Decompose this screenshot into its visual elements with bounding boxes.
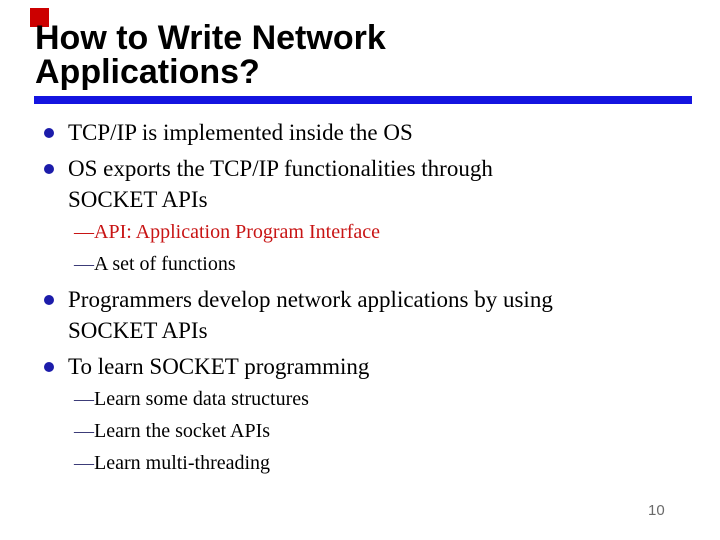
dash-marker-icon: — — [74, 452, 94, 474]
sub-bullet-text: A set of functions — [94, 253, 236, 275]
bullet-dot-icon — [44, 295, 54, 305]
bullet-dot-icon — [44, 164, 54, 174]
slide-title-line-2: Applications? — [35, 53, 260, 91]
sub-bullet-api-definition: — API: Application Program Interface — [0, 217, 690, 247]
bullet-dot-icon — [44, 362, 54, 372]
sub-bullet-learn-data-structures: — Learn some data structures — [0, 384, 690, 414]
sub-bullet-set-of-functions: — A set of functions — [0, 249, 690, 279]
bullet-item-to-learn-socket: To learn SOCKET programming — [0, 351, 690, 382]
bullet-text: Programmers develop network applications… — [68, 287, 553, 343]
page-number: 10 — [648, 502, 665, 519]
dash-marker-icon: — — [74, 221, 94, 243]
sub-bullet-learn-socket-apis: — Learn the socket APIs — [0, 416, 690, 446]
sub-bullet-learn-multithreading: — Learn multi-threading — [0, 448, 690, 478]
bullet-text: TCP/IP is implemented inside the OS — [68, 120, 413, 145]
dash-marker-icon: — — [74, 388, 94, 410]
bullet-text: To learn SOCKET programming — [68, 354, 370, 379]
slide-body: TCP/IP is implemented inside the OS OS e… — [0, 112, 690, 478]
bullet-item-programmers-develop: Programmers develop network applications… — [0, 284, 690, 346]
bullet-item-os-exports: OS exports the TCP/IP functionalities th… — [0, 153, 690, 215]
sub-bullet-text: API: Application Program Interface — [94, 221, 381, 243]
bullet-text: OS exports the TCP/IP functionalities th… — [68, 156, 493, 212]
slide-title: How to Write Network Applications? — [35, 21, 695, 89]
bullet-dot-icon — [44, 128, 54, 138]
red-square-decoration — [30, 8, 49, 27]
slide-title-line-1: How to Write Network — [35, 19, 386, 57]
sub-bullet-text: Learn multi-threading — [94, 452, 271, 474]
dash-marker-icon: — — [74, 420, 94, 442]
sub-bullet-text: Learn the socket APIs — [94, 420, 271, 442]
dash-marker-icon: — — [74, 253, 94, 275]
bullet-item-tcpip-implemented: TCP/IP is implemented inside the OS — [0, 117, 690, 148]
title-underline-rule — [34, 96, 692, 104]
sub-bullet-text: Learn some data structures — [94, 388, 309, 410]
